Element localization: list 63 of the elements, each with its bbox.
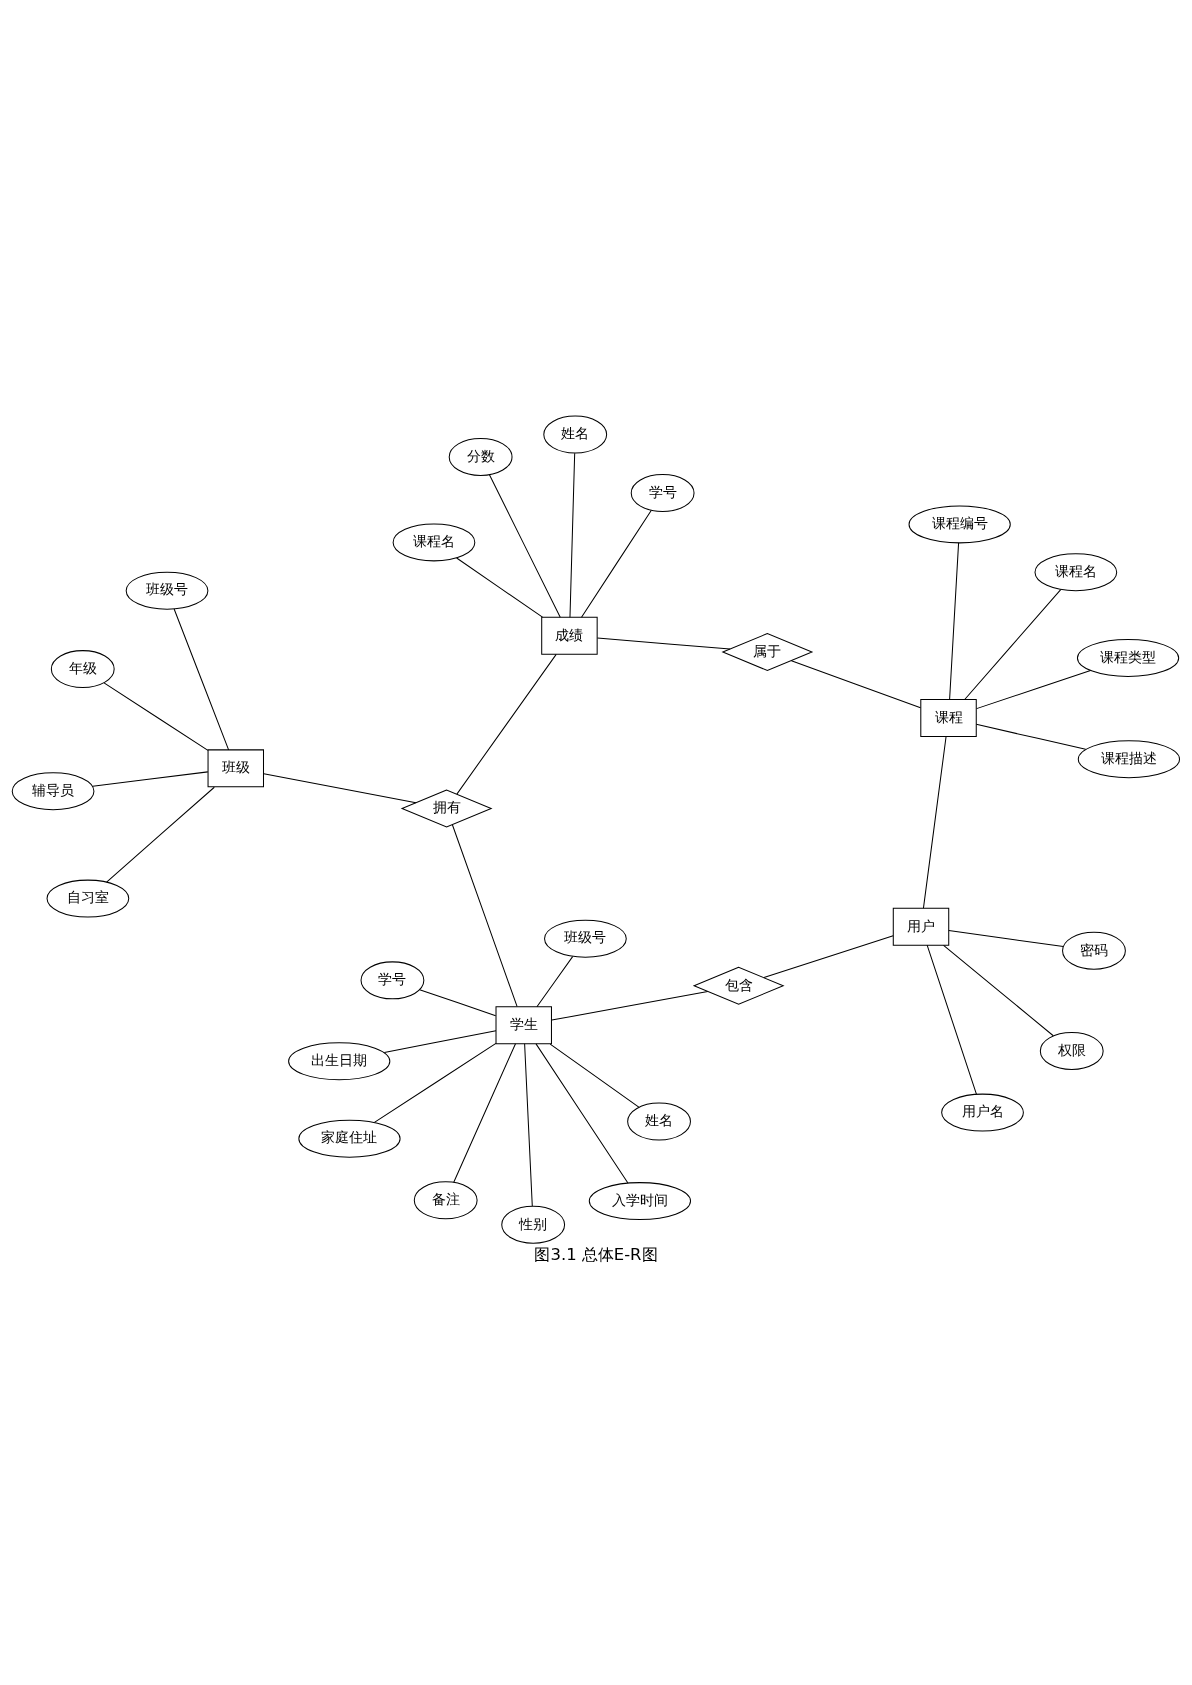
connector xyxy=(581,509,652,618)
connector xyxy=(456,557,543,618)
node-ellipse: 分数 xyxy=(448,437,513,476)
node-ellipse: 性别 xyxy=(501,1205,566,1244)
connector xyxy=(456,653,557,795)
node-box: 用户 xyxy=(892,907,950,946)
connector xyxy=(373,1042,497,1123)
node-ellipse: 课程名 xyxy=(392,522,476,561)
node-diamond: 属于 xyxy=(721,632,814,671)
connector xyxy=(551,990,709,1021)
node-ellipse: 姓名 xyxy=(543,415,608,454)
connector xyxy=(488,473,561,618)
connector xyxy=(383,1029,497,1053)
node-ellipse: 班级号 xyxy=(544,919,627,958)
node-ellipse: 入学时间 xyxy=(588,1181,692,1220)
connector xyxy=(964,588,1062,700)
connector xyxy=(549,1043,640,1108)
node-ellipse: 权限 xyxy=(1039,1031,1104,1070)
connector xyxy=(103,681,209,751)
connector xyxy=(926,944,977,1095)
connector xyxy=(419,988,497,1016)
connector xyxy=(451,823,518,1007)
node-ellipse: 用户名 xyxy=(941,1093,1024,1132)
node-ellipse: 课程编号 xyxy=(908,504,1011,543)
connector xyxy=(453,1042,516,1183)
node-box: 学生 xyxy=(495,1005,552,1044)
node-ellipse: 出生日期 xyxy=(288,1041,391,1080)
connector xyxy=(763,934,894,978)
connector xyxy=(263,772,417,803)
connector xyxy=(569,452,576,618)
connector xyxy=(596,637,731,649)
connector xyxy=(173,608,230,750)
connector xyxy=(524,1042,533,1206)
node-ellipse: 课程描述 xyxy=(1077,739,1181,778)
node-ellipse: 学号 xyxy=(630,473,695,512)
node-ellipse: 辅导员 xyxy=(11,771,95,810)
connector xyxy=(92,770,209,787)
node-ellipse: 备注 xyxy=(413,1180,478,1219)
connector xyxy=(790,659,921,708)
connector xyxy=(536,955,574,1007)
node-diamond: 拥有 xyxy=(400,788,493,828)
connector xyxy=(106,786,215,883)
node-box: 成绩 xyxy=(541,616,598,655)
node-ellipse: 自习室 xyxy=(46,879,130,918)
node-ellipse: 密码 xyxy=(1062,931,1126,970)
connector xyxy=(949,541,960,700)
node-ellipse: 年级 xyxy=(50,649,115,688)
connector xyxy=(976,669,1092,709)
connector xyxy=(535,1042,629,1183)
connector xyxy=(948,929,1064,947)
caption: 图3.1 总体E-R图 xyxy=(534,1244,658,1264)
connector xyxy=(922,735,947,909)
node-ellipse: 班级号 xyxy=(125,571,209,610)
node-ellipse: 家庭住址 xyxy=(298,1119,401,1158)
connector xyxy=(975,723,1087,750)
node-ellipse: 课程类型 xyxy=(1076,638,1180,677)
node-ellipse: 课程名 xyxy=(1034,552,1118,591)
node-box: 课程 xyxy=(920,698,977,737)
node-diamond: 包含 xyxy=(692,966,785,1005)
node-ellipse: 姓名 xyxy=(627,1102,691,1141)
connector xyxy=(943,944,1054,1036)
node-box: 班级 xyxy=(207,748,264,787)
node-ellipse: 学号 xyxy=(360,960,425,999)
